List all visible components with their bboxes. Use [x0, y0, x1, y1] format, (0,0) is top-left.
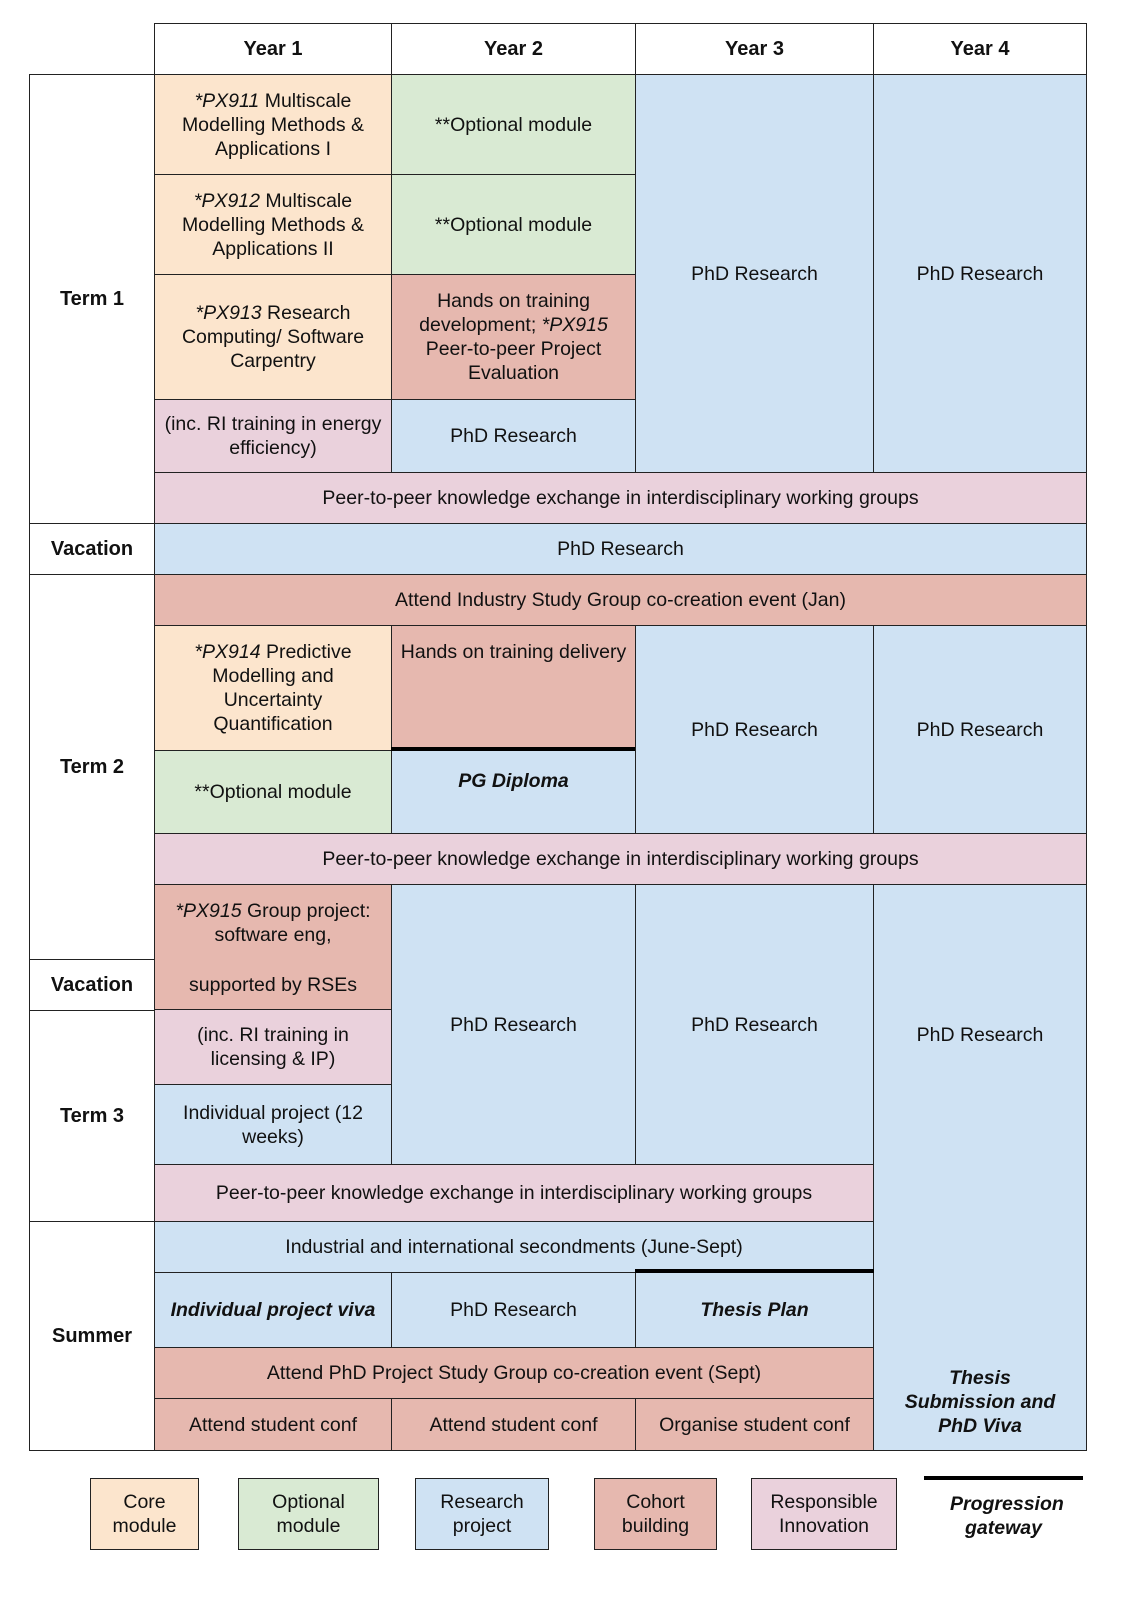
hands-on-training-delivery: Hands on training delivery: [391, 625, 636, 751]
organise-student-conf-y3: Organise student conf: [635, 1398, 874, 1451]
legend-label: Core module: [112, 1491, 177, 1537]
phd-research-y3-term3: PhD Research: [635, 884, 874, 1165]
phd-research-y4-term2: PhD Research: [873, 625, 1087, 834]
progression-gateway-pg-diploma: [391, 747, 636, 751]
phd-study-group-event: Attend PhD Project Study Group co-creati…: [154, 1347, 874, 1399]
year4-final-column: PhD Research Thesis Submission and PhD V…: [873, 884, 1087, 1451]
ri-energy-efficiency: (inc. RI training in energy efficiency): [154, 399, 392, 473]
secondments: Industrial and international secondments…: [154, 1221, 874, 1273]
legend-cohort-building: Cohort building: [594, 1478, 717, 1550]
row-label-vacation-2: Vacation: [29, 959, 155, 1011]
phd-research-vacation1: PhD Research: [154, 523, 1087, 575]
row-label-summer: Summer: [29, 1221, 155, 1451]
header-year-4: Year 4: [873, 23, 1087, 75]
module-px911: *PX911 Multiscale Modelling Methods & Ap…: [154, 74, 392, 175]
individual-project: Individual project (12 weeks): [154, 1084, 392, 1165]
module-code: *PX912: [193, 189, 260, 212]
header-year-1: Year 1: [154, 23, 392, 75]
row-label-term-2: Term 2: [29, 574, 155, 960]
attend-student-conf-y1: Attend student conf: [154, 1398, 392, 1451]
module-code: *PX913: [195, 302, 262, 324]
legend-label: Research project: [440, 1491, 524, 1537]
module-px912: *PX912 Multiscale Modelling Methods & Ap…: [154, 174, 392, 275]
module-code: *PX911: [194, 89, 260, 112]
module-title: Peer-to-peer Project Evaluation: [425, 338, 602, 384]
phd-research-y3-term1: PhD Research: [635, 74, 874, 473]
pg-diploma: PG Diploma: [391, 750, 636, 834]
module-code: *PX915: [541, 314, 608, 336]
phd-research-y4-term1: PhD Research: [873, 74, 1087, 473]
thesis-submission-viva: Thesis Submission and PhD Viva: [904, 1367, 1056, 1437]
peer-exchange-term2: Peer-to-peer knowledge exchange in inter…: [154, 833, 1087, 885]
ri-licensing-ip: (inc. RI training in licensing & IP): [154, 1009, 392, 1085]
phd-research-y2-term1: PhD Research: [391, 399, 636, 473]
legend-optional-module: Optional module: [238, 1478, 379, 1550]
individual-project-viva: Individual project viva: [154, 1272, 392, 1348]
legend-label: Cohort building: [621, 1491, 690, 1537]
legend-gateway-line: [924, 1476, 1083, 1480]
module-px915-group-project: *PX915 Group project: software eng, supp…: [154, 884, 392, 1010]
header-year-2: Year 2: [391, 23, 636, 75]
module-code: *PX914: [194, 641, 261, 663]
peer-exchange-term1: Peer-to-peer knowledge exchange in inter…: [154, 472, 1087, 524]
module-px913: *PX913 Research Computing/ Software Carp…: [154, 274, 392, 400]
legend-responsible-innovation: Responsible Innovation: [751, 1478, 897, 1550]
peer-exchange-term3: Peer-to-peer knowledge exchange in inter…: [154, 1164, 874, 1222]
module-title: Group project: software eng,: [214, 900, 371, 946]
legend-research-project: Research project: [415, 1478, 549, 1550]
phd-research-y2-term3: PhD Research: [391, 884, 636, 1165]
row-label-vacation-1: Vacation: [29, 523, 155, 575]
optional-module-year1-term2: **Optional module: [154, 750, 392, 834]
header-year-3: Year 3: [635, 23, 874, 75]
rse-support-text: supported by RSEs: [188, 974, 357, 996]
phd-research-y4-term3: PhD Research: [916, 1024, 1044, 1046]
module-title: Multiscale Modelling Methods & Applicati…: [181, 89, 365, 160]
optional-module-year2-a: **Optional module: [391, 74, 636, 175]
progression-gateway-thesis-plan: [635, 1269, 874, 1273]
hands-on-text: Hands on training development;: [419, 290, 590, 336]
phd-research-y3-term2: PhD Research: [635, 625, 874, 834]
industry-study-group-event: Attend Industry Study Group co-creation …: [154, 574, 1087, 626]
legend-progression-gateway: Progression gateway: [950, 1493, 1064, 1539]
module-title: Predictive Modelling and Uncertainty Qua…: [212, 641, 352, 735]
row-label-term-3: Term 3: [29, 1010, 155, 1222]
legend-core-module: Core module: [90, 1478, 199, 1550]
optional-module-year2-b: **Optional module: [391, 174, 636, 275]
module-title: Research Computing/ Software Carpentry: [181, 302, 365, 372]
phd-research-y2-summer: PhD Research: [391, 1272, 636, 1348]
hands-on-training-development: Hands on training development; *PX915 Pe…: [391, 274, 636, 400]
attend-student-conf-y2: Attend student conf: [391, 1398, 636, 1451]
row-label-term-1: Term 1: [29, 74, 155, 524]
legend-label: Optional module: [272, 1491, 345, 1537]
module-px914: *PX914 Predictive Modelling and Uncertai…: [154, 625, 392, 751]
thesis-plan: Thesis Plan: [635, 1272, 874, 1348]
legend-label: Responsible Innovation: [770, 1491, 878, 1537]
module-title: Multiscale Modelling Methods & Applicati…: [181, 189, 365, 260]
module-code: *PX915: [175, 900, 242, 922]
